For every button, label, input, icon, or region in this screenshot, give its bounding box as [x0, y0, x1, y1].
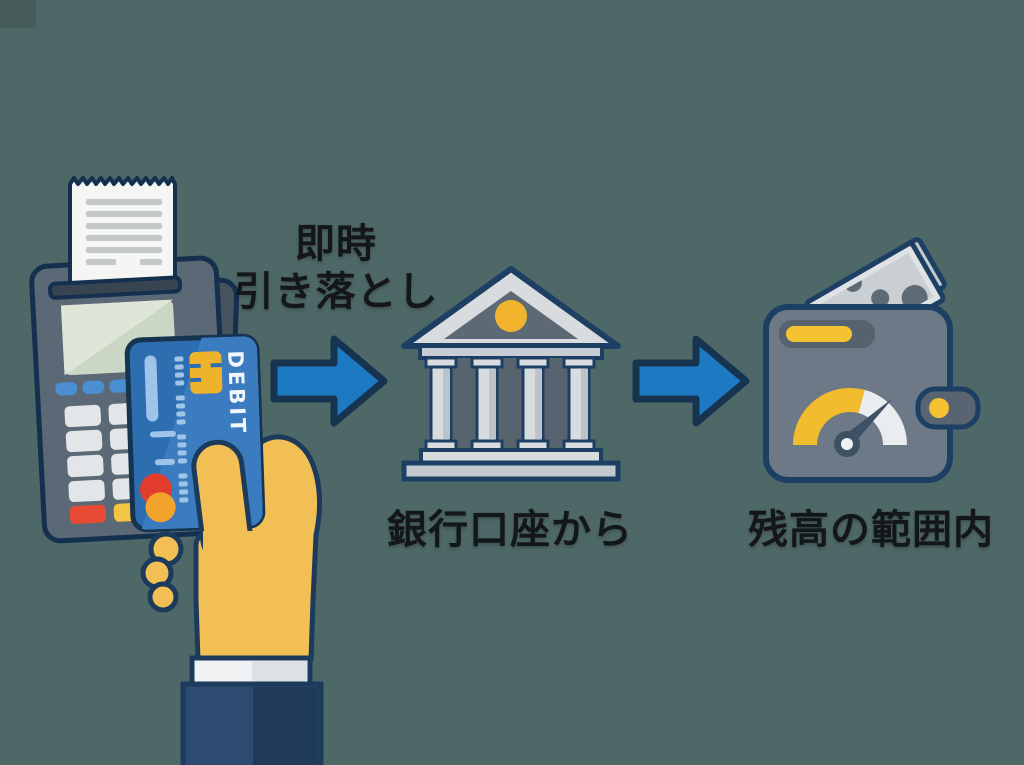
receipt-icon: [68, 176, 177, 290]
instant-debit-label-line1: 即時: [295, 221, 377, 267]
arrow-right-icon-2: [632, 335, 750, 427]
bank-column-shading: [443, 369, 588, 439]
bank-label: 銀行口座から: [387, 507, 633, 553]
receipt-text-lines: [86, 199, 162, 265]
corner-shade: [0, 0, 36, 28]
arrow-right-icon-1: [270, 335, 388, 427]
pos-terminal-scene: DEBIT: [29, 176, 324, 765]
instant-debit-label-line2: 引き落とし: [233, 269, 439, 315]
card-chip-icon: [189, 351, 223, 394]
card-number-dashes: [174, 356, 189, 503]
debit-card-label: DEBIT: [223, 350, 250, 436]
wallet-slot: [779, 320, 875, 348]
bank-icon: [401, 266, 621, 482]
wallet-icon: [763, 237, 981, 483]
bank-pediment-coin: [495, 300, 527, 332]
printer-slot: [48, 275, 183, 300]
thumb: [191, 439, 303, 581]
wallet-label: 残高の範囲内: [748, 507, 994, 553]
instant-debit-label: 即時 引き落とし: [222, 220, 450, 316]
sleeve: [180, 681, 324, 765]
bank-step-lower: [401, 460, 621, 482]
wallet-clasp: [915, 386, 981, 430]
card-brand-circles: [139, 473, 176, 523]
balance-gauge-icon: [792, 387, 907, 457]
